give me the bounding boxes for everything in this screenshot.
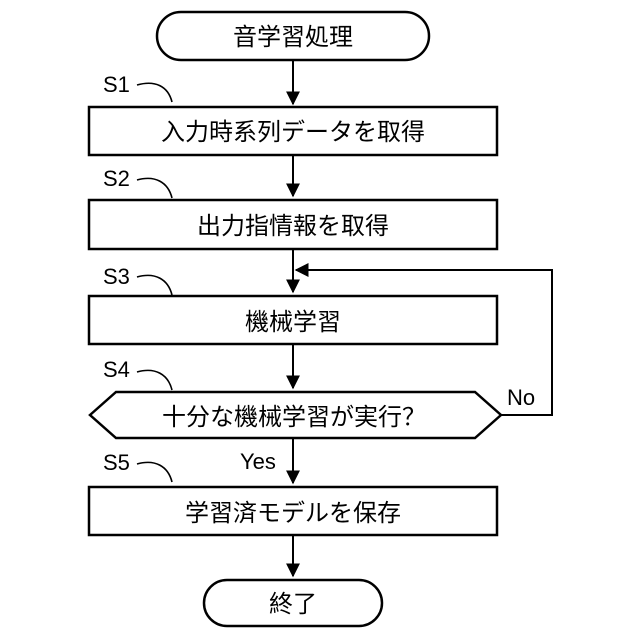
branch-yes-label: Yes	[240, 449, 276, 474]
step-s4: S4 十分な機械学習が実行？	[90, 357, 501, 438]
leader-s5	[137, 462, 172, 482]
leader-s4	[137, 370, 172, 390]
step-id-s3: S3	[103, 264, 130, 289]
process-label-s2: 出力指情報を取得	[197, 212, 389, 240]
branch-no-label: No	[507, 385, 535, 410]
process-label-s1: 入力時系列データを取得	[161, 118, 425, 146]
step-id-s1: S1	[103, 72, 130, 97]
process-label-s3: 機械学習	[245, 308, 341, 336]
start-terminal: 音学習処理	[157, 12, 429, 60]
leader-s1	[137, 83, 172, 102]
step-id-s2: S2	[103, 166, 130, 191]
step-id-s4: S4	[103, 357, 130, 382]
end-label: 終了	[269, 590, 317, 618]
leader-s2	[137, 178, 172, 198]
leader-s3	[137, 275, 172, 295]
step-id-s5: S5	[103, 450, 130, 475]
end-terminal: 終了	[204, 580, 382, 626]
start-label: 音学習処理	[233, 23, 353, 51]
decision-label-s4: 十分な機械学習が実行？	[162, 403, 426, 431]
process-label-s5: 学習済モデルを保存	[185, 499, 401, 527]
